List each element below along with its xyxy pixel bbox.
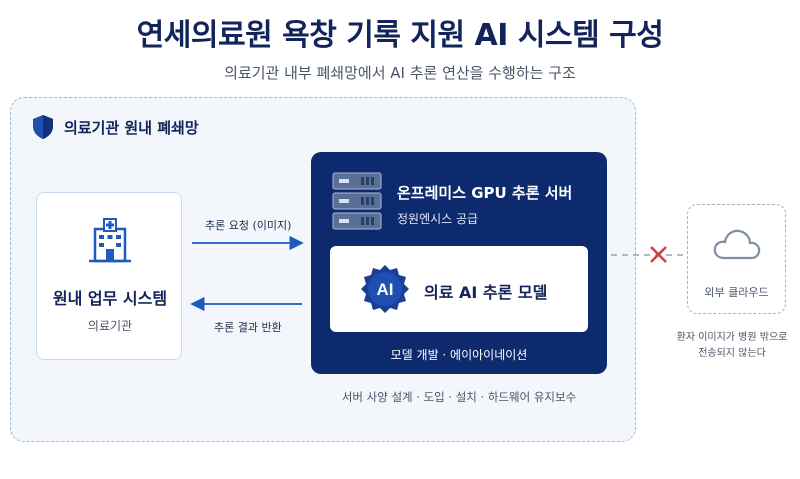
external-cloud-label: 외부 클라우드 — [704, 286, 769, 299]
gpu-server-supplier: 정원엔시스 공급 — [397, 212, 479, 226]
diagram-title: 연세의료원 욕창 기록 지원 AI 시스템 구성 — [136, 18, 664, 53]
hospital-system-subtitle: 의료기관 — [87, 319, 133, 333]
network-label: 의료기관 원내 폐쇄망 — [64, 118, 199, 137]
diagram-subtitle: 의료기관 내부 폐쇄망에서 AI 추론 연산을 수행하는 구조 — [224, 64, 576, 82]
blocked-x-icon — [650, 246, 667, 263]
hospital-system-title: 원내 업무 시스템 — [52, 289, 168, 308]
request-flow-label: 추론 요청 (이미지) — [205, 219, 292, 232]
network-label-group: 의료기관 원내 폐쇄망 — [32, 114, 199, 140]
hospital-system-card: 원내 업무 시스템 의료기관 — [36, 192, 182, 360]
maintenance-note: 서버 사양 설계 · 도입 · 설치 · 하드웨어 유지보수 — [341, 390, 577, 404]
privacy-note: 환자 이미지가 병원 밖으로 전송되지 않는다 — [662, 330, 800, 362]
privacy-note-line-2: 전송되지 않는다 — [698, 348, 766, 359]
gpu-server-title: 온프레미스 GPU 추론 서버 — [397, 184, 573, 202]
server-rack-icon — [332, 172, 382, 230]
response-flow-label: 추론 결과 반환 — [214, 321, 282, 334]
hospital-icon — [89, 218, 131, 263]
shield-icon — [33, 115, 53, 139]
privacy-note-line-1: 환자 이미지가 병원 밖으로 — [676, 332, 788, 343]
model-developer: 모델 개발 · 에이아이네이션 — [390, 348, 528, 362]
cloud-icon — [713, 229, 761, 260]
ai-model-title: 의료 AI 추론 모델 — [424, 283, 548, 302]
ai-chip-icon: AI — [361, 265, 409, 313]
ai-badge-text: AI — [377, 280, 394, 299]
